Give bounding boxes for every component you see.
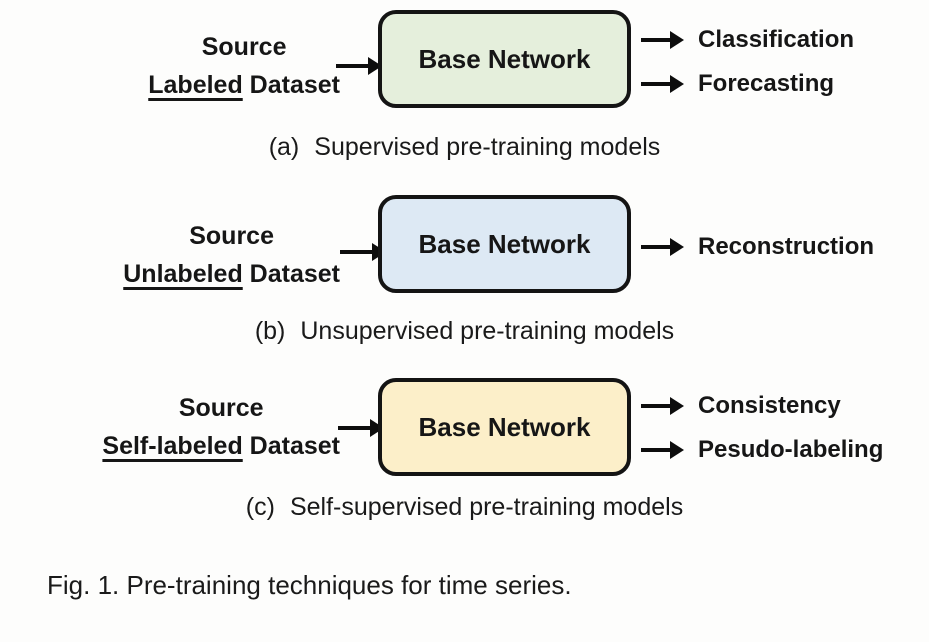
- arrow-right-icon: [641, 441, 684, 459]
- underlined-word: Unlabeled: [123, 260, 243, 288]
- output-row: Forecasting: [641, 62, 854, 106]
- outputs-supervised: Classification Forecasting: [641, 18, 854, 106]
- panel-caption-text: Unsupervised pre-training models: [300, 317, 675, 345]
- arrow-right-icon: [641, 75, 684, 93]
- arrow-right-icon: [641, 238, 684, 256]
- base-network-label: Base Network: [418, 43, 591, 74]
- arrow-right-icon: [641, 397, 684, 415]
- output-row: Classification: [641, 18, 854, 62]
- output-label-forecasting: Forecasting: [698, 70, 835, 97]
- output-label-consistency: Consistency: [698, 392, 841, 419]
- output-row: Consistency: [641, 384, 883, 428]
- panel-caption-a: (a) Supervised pre-training models: [0, 133, 929, 162]
- source-line: Source: [201, 33, 287, 61]
- dataset-line: Self-labeled Dataset: [102, 427, 340, 465]
- output-label-classification: Classification: [698, 26, 855, 53]
- panel-index: (c): [245, 493, 275, 521]
- output-row: Reconstruction: [641, 225, 874, 269]
- source-self-labeled-dataset-label: Source Self-labeled Dataset: [102, 389, 340, 465]
- source-unlabeled-dataset-label: Source Unlabeled Dataset: [123, 217, 340, 293]
- panel-caption-text: Self-supervised pre-training models: [289, 493, 684, 521]
- dataset-word: Dataset: [242, 260, 340, 288]
- arrow-right-icon: [336, 57, 382, 75]
- panel-index: (b): [254, 317, 286, 345]
- dataset-line: Labeled Dataset: [148, 66, 340, 104]
- panel-caption-c: (c) Self-supervised pre-training models: [0, 493, 929, 522]
- panel-caption-text: Supervised pre-training models: [314, 133, 661, 161]
- source-line: Source: [189, 222, 274, 250]
- panel-index: (a): [268, 133, 300, 161]
- outputs-self-supervised: Consistency Pesudo-labeling: [641, 384, 883, 472]
- figure-caption: Fig. 1. Pre-training techniques for time…: [47, 570, 572, 600]
- source-labeled-dataset-label: Source Labeled Dataset: [148, 28, 340, 104]
- output-label-pesudo-labeling: Pesudo-labeling: [698, 436, 884, 463]
- panel-caption-b: (b) Unsupervised pre-training models: [0, 317, 929, 346]
- base-network-label: Base Network: [418, 411, 591, 442]
- arrow-right-icon: [340, 243, 386, 261]
- source-line: Source: [178, 394, 264, 422]
- dataset-word: Dataset: [242, 432, 340, 460]
- outputs-unsupervised: Reconstruction: [641, 225, 874, 269]
- underlined-word: Labeled: [148, 71, 243, 99]
- base-network-label: Base Network: [418, 228, 591, 259]
- dataset-word: Dataset: [242, 71, 340, 99]
- arrow-right-icon: [641, 31, 684, 49]
- arrow-right-icon: [338, 419, 384, 437]
- base-network-box-unsupervised: Base Network: [378, 195, 631, 293]
- dataset-line: Unlabeled Dataset: [123, 255, 340, 293]
- underlined-word: Self-labeled: [102, 432, 243, 460]
- output-row: Pesudo-labeling: [641, 428, 883, 472]
- base-network-box-supervised: Base Network: [378, 10, 631, 108]
- output-label-reconstruction: Reconstruction: [698, 233, 875, 260]
- base-network-box-self-supervised: Base Network: [378, 378, 631, 476]
